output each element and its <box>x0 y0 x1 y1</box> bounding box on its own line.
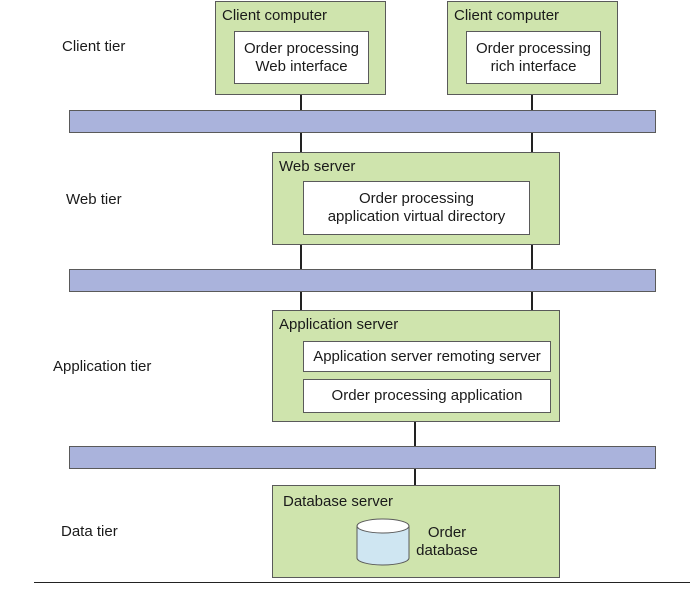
database-label-line: Order <box>427 524 467 541</box>
remoting-server-component: Application server remoting server <box>303 341 551 372</box>
client-computer-box: Client computer Order processing Web int… <box>215 1 386 95</box>
component-label-line: rich interface <box>490 57 577 75</box>
component-label: Application server remoting server <box>313 347 541 365</box>
client-computer-title: Client computer <box>454 7 560 24</box>
database-server-title: Database server <box>283 493 394 510</box>
component-label-line: Order processing <box>358 190 475 207</box>
connector-line <box>300 244 302 269</box>
database-cylinder-icon <box>356 518 410 566</box>
connector-line <box>414 421 416 446</box>
virtual-directory-component: Order processing application virtual dir… <box>303 181 530 235</box>
client-computer-box: Client computer Order processing rich in… <box>447 1 618 95</box>
connector-line <box>300 291 302 310</box>
connector-line <box>414 468 416 485</box>
application-server-box: Application server Application server re… <box>272 310 560 422</box>
network-bus <box>69 446 656 469</box>
web-server-title: Web server <box>279 158 356 175</box>
connector-line <box>300 94 302 110</box>
network-bus <box>69 269 656 292</box>
database-label: Order database <box>413 524 481 560</box>
rich-interface-component: Order processing rich interface <box>466 31 601 84</box>
connector-line <box>531 94 533 110</box>
component-label-line: application virtual directory <box>327 208 506 225</box>
tier-label-data: Data tier <box>61 523 118 540</box>
connector-line <box>531 291 533 310</box>
web-server-box: Web server Order processing application … <box>272 152 560 245</box>
connector-line <box>531 132 533 152</box>
connector-line <box>300 132 302 152</box>
tier-label-client: Client tier <box>62 38 126 55</box>
web-interface-component: Order processing Web interface <box>234 31 369 84</box>
component-label-line: Web interface <box>255 57 348 75</box>
client-computer-title: Client computer <box>222 7 328 24</box>
bottom-divider <box>34 582 690 583</box>
tier-label-web: Web tier <box>66 191 122 208</box>
network-bus <box>69 110 656 133</box>
database-label-line: database <box>416 542 478 559</box>
component-label-line: Order processing <box>475 39 592 57</box>
component-label: Order processing application <box>331 387 523 404</box>
tier-label-application: Application tier <box>53 358 152 375</box>
connector-line <box>531 244 533 269</box>
database-server-box: Database server Order database <box>272 485 560 578</box>
order-processing-application-component: Order processing application <box>303 379 551 413</box>
application-server-title: Application server <box>279 316 399 333</box>
component-label-line: Order processing <box>243 39 360 57</box>
